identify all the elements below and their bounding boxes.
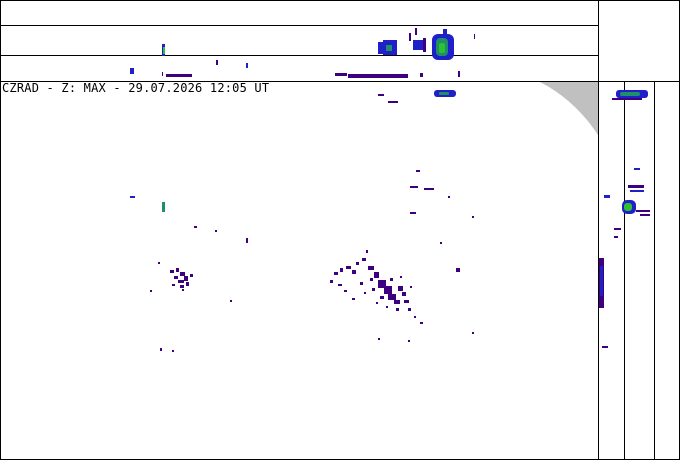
radar-title: CZRAD - Z: MAX - 29.07.2026 12:05 UT	[2, 81, 270, 95]
top-projection-echoes	[130, 28, 475, 78]
plan-view-echoes	[130, 90, 474, 352]
no-coverage-area	[540, 82, 598, 135]
right-projection-echoes	[599, 90, 650, 348]
